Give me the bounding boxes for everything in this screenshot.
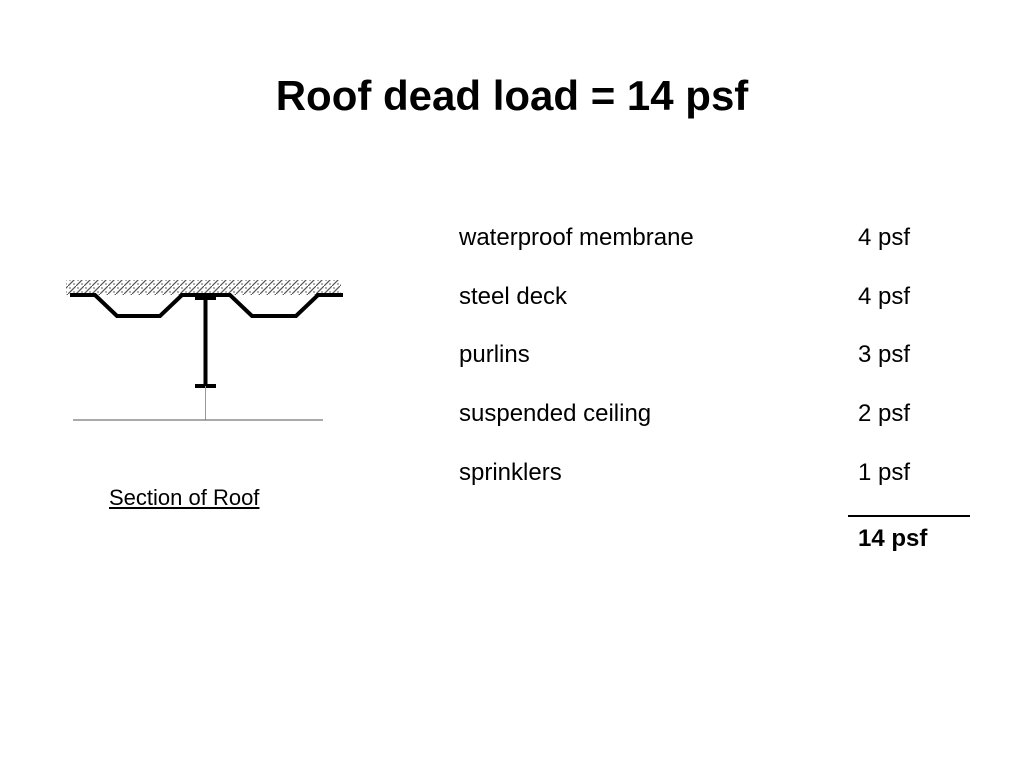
section-caption: Section of Roof	[109, 485, 260, 510]
total-divider	[848, 515, 970, 517]
load-item-name: sprinklers	[459, 459, 562, 486]
steel-deck-profile	[70, 293, 343, 318]
roof-membrane	[66, 280, 341, 295]
load-row: sprinklers 1 psf	[459, 456, 979, 490]
load-item-value: 2 psf	[858, 400, 911, 427]
load-item-name: suspended ceiling	[459, 400, 652, 427]
load-item-name: waterproof membrane	[459, 224, 694, 251]
load-table: waterproof membrane 4 psf steel deck 4 p…	[459, 220, 979, 560]
load-row: purlins 3 psf	[459, 338, 979, 372]
load-row: suspended ceiling 2 psf	[459, 397, 979, 431]
load-item-name: steel deck	[459, 283, 568, 310]
load-item-value: 4 psf	[858, 224, 911, 251]
load-row: waterproof membrane 4 psf	[459, 221, 979, 255]
slide-title: Roof dead load = 14 psf	[275, 72, 749, 119]
load-item-value: 4 psf	[858, 283, 911, 310]
total-load-value: 14 psf	[858, 525, 928, 552]
roof-section-diagram	[66, 280, 343, 421]
load-item-value: 3 psf	[858, 341, 911, 368]
load-item-name: purlins	[459, 341, 530, 368]
load-row: steel deck 4 psf	[459, 280, 979, 314]
load-item-value: 1 psf	[858, 459, 911, 486]
